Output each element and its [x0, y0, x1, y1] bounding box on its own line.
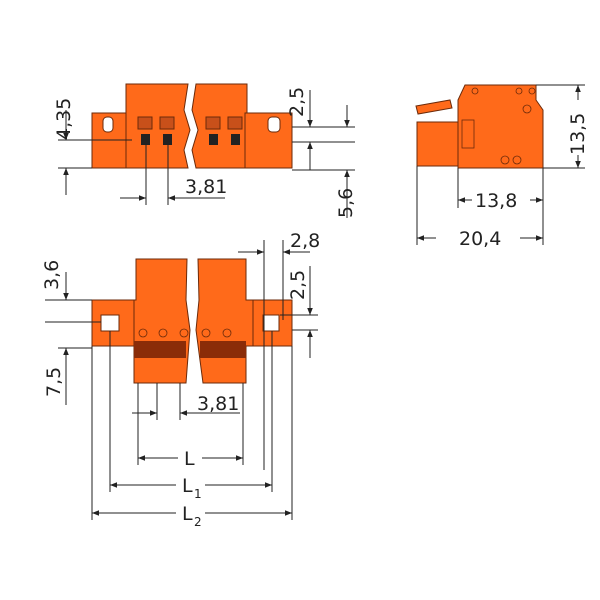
lever [415, 99, 453, 115]
dim-L2-label: L [182, 503, 193, 525]
dim-offset-bottom-label: 5,6 [335, 188, 357, 218]
plug-front [416, 121, 462, 167]
dim-height-label: 3,6 [41, 260, 63, 290]
dim-width-label: 13,8 [475, 190, 517, 212]
dim-height-label: 13,5 [567, 113, 589, 155]
dim-L1-subscript: 1 [194, 487, 202, 501]
front-view: 3,6 7,5 2,8 2,5 3,81 L L 1 L 2 [41, 230, 320, 529]
mount-hole-left [102, 116, 114, 133]
mount-hole-left [100, 314, 120, 332]
terminals [137, 116, 243, 145]
mount-hole-right [267, 116, 281, 133]
body-left [133, 258, 191, 384]
dim-total-label: 20,4 [459, 228, 501, 250]
dim-pitch-label: 3,81 [197, 393, 239, 415]
mount-hole-right [262, 314, 280, 332]
body-right [195, 258, 256, 384]
body-left [125, 83, 191, 169]
dim-pitch-label: 3,81 [185, 176, 227, 198]
dim-L1-label: L [182, 475, 193, 497]
dim-L2-subscript: 2 [194, 515, 202, 529]
dim-depth-label: 7,5 [43, 367, 65, 397]
side-view: 13,5 13,8 20,4 [415, 84, 589, 250]
dim-L-label: L [184, 448, 195, 470]
dim-offset-label: 2,5 [287, 270, 309, 300]
side-body [457, 84, 544, 169]
dim-flange-label: 2,8 [290, 230, 320, 252]
dim-height-label: 4,35 [53, 98, 75, 140]
top-view: 4,35 2,5 5,6 3,81 [53, 83, 357, 218]
dim-offset-top-label: 2,5 [286, 87, 308, 117]
